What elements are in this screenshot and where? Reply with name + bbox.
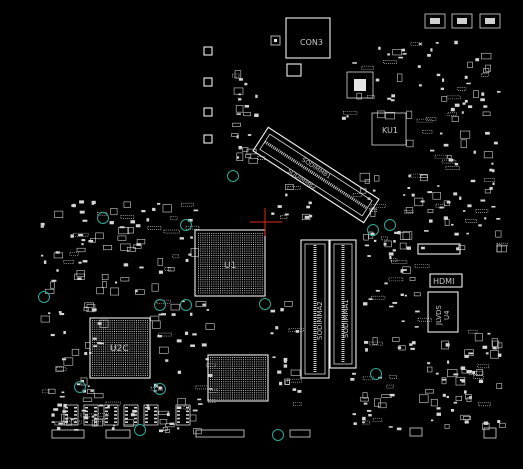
u4-label: U4 — [443, 310, 451, 320]
bottom-connectors — [51, 427, 497, 439]
chip-ku1[interactable]: KU1 — [371, 112, 407, 146]
via-rings — [38, 170, 396, 441]
cpu-u1[interactable]: U1 — [194, 229, 266, 297]
mounting-pads-left — [203, 46, 213, 144]
sodimm-a2-label: SODIMMA2 — [316, 301, 324, 340]
dimm-slot-a2[interactable]: SODIMMA2 — [300, 239, 330, 379]
chip-qfn-top[interactable] — [346, 71, 374, 99]
con3-label: CON3 — [300, 38, 323, 47]
u1-label: U1 — [224, 261, 236, 271]
connector-con3[interactable]: CON3 — [270, 17, 331, 77]
connector-hdmi[interactable]: HDMI — [429, 273, 463, 288]
chip-bga-lower[interactable] — [207, 354, 269, 402]
crosshair-cursor — [250, 208, 282, 236]
jlvds-label: JLVDS — [435, 305, 443, 326]
passive-components — [40, 13, 508, 435]
ku1-label: KU1 — [382, 126, 398, 135]
connector-right-slot[interactable] — [417, 243, 461, 255]
dimm-slot-a1[interactable]: SODIMMA1 — [329, 239, 357, 369]
sodimm-a1-label: SODIMMA1 — [342, 299, 350, 338]
hdmi-label: HDMI — [433, 277, 454, 286]
connector-jlvds[interactable]: JLVDS U4 — [427, 291, 459, 333]
